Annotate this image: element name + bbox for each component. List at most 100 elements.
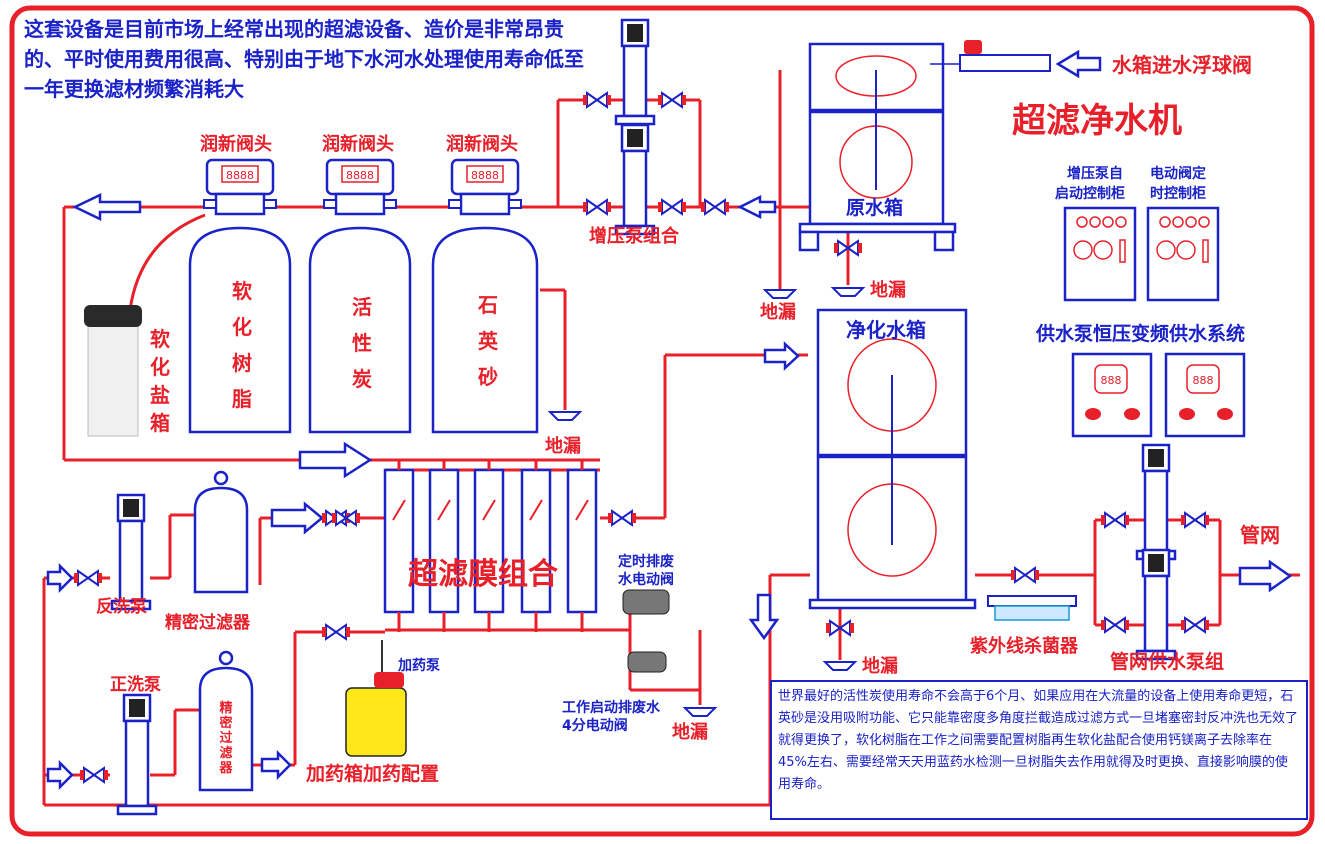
floor-drains [547, 287, 866, 717]
svg-text:地漏: 地漏 [760, 301, 796, 323]
inline-valve [80, 766, 108, 784]
tank-carbon [308, 226, 412, 434]
tank-softener [188, 226, 292, 434]
arrow-right-network [1238, 559, 1293, 593]
svg-text:紫外线杀菌器: 紫外线杀菌器 [970, 635, 1079, 657]
start-drain-line1: 工作启动排废水 [562, 699, 661, 716]
note-box: 世界最好的活性炭使用寿命不会高于6个月、如果应用在大流量的设备上使用寿命更短，石… [770, 680, 1308, 820]
uf-membrane [383, 468, 415, 614]
uf-membranes [383, 460, 598, 632]
inline-valve [658, 198, 686, 216]
arrow-right-clean [763, 341, 800, 371]
svg-text:加药泵: 加药泵 [397, 657, 440, 674]
valve-heads: 8888 8888 8888 [203, 158, 522, 216]
salt-box [84, 305, 142, 437]
pumps [110, 18, 1177, 816]
svg-text:正洗泵: 正洗泵 [110, 674, 161, 695]
svg-text:超滤膜组合: 超滤膜组合 [408, 557, 558, 592]
clean-water-tank [808, 308, 977, 610]
svg-text:活性炭: 活性炭 [352, 295, 372, 391]
timed-drain-line2: 水电动阀 [618, 571, 674, 588]
svg-text:润新阀头: 润新阀头 [322, 133, 394, 155]
vertical-pump [1135, 548, 1177, 661]
vfd-digits: 888 [1101, 374, 1122, 387]
valve-head: 8888 [203, 158, 277, 216]
arrow-left-float [1055, 49, 1102, 79]
uf-membrane [473, 468, 505, 614]
arrow-left-raw [737, 194, 777, 220]
inline-valve [583, 91, 611, 109]
display-digits: 8888 [226, 169, 254, 182]
svg-text:软化盐箱: 软化盐箱 [150, 327, 170, 435]
start-drain-line2: 4分电动阀 [562, 717, 628, 734]
diagram-title: 超滤净水机 [1012, 101, 1182, 141]
uf-membrane [566, 468, 598, 614]
precision-filters [193, 470, 254, 792]
vertical-pump [116, 693, 158, 816]
svg-text:加药箱加药配置: 加药箱加药配置 [305, 762, 439, 785]
svg-text:原水箱: 原水箱 [846, 196, 903, 219]
vertical-pump [614, 18, 656, 126]
tank-quartz [431, 226, 539, 434]
raw-water-tank [798, 42, 957, 252]
cabinet-details [1073, 216, 1220, 394]
svg-text:精密过滤器: 精密过滤器 [218, 700, 233, 776]
tank-media-labels: 软化树脂 活性炭 石英砂 软化盐箱 精密过滤器 [150, 279, 499, 776]
svg-text:水箱进水浮球阀: 水箱进水浮球阀 [1112, 53, 1252, 77]
arrow-right-backwash [46, 562, 74, 594]
svg-text:润新阀头: 润新阀头 [446, 133, 518, 155]
dosing-box [345, 640, 407, 757]
inline-valve [1011, 566, 1039, 584]
red-labels: 超滤净水机 水箱进水浮球阀 润新阀头 润新阀头 润新阀头 增压泵组合 地漏 地漏… [96, 53, 1280, 785]
inline-valve [834, 239, 862, 257]
outer-frame [9, 5, 1315, 837]
motorized-valves [622, 589, 670, 673]
control-cabinets [1063, 206, 1246, 438]
inline-valve [322, 623, 350, 641]
inline-valve [826, 619, 854, 637]
headline-text: 这套设备是目前市场上经常出现的超滤设备、造价是非常昂贵的、平时使用费用很高、特别… [24, 17, 584, 101]
svg-text:地漏: 地漏 [862, 655, 898, 677]
uf-membrane [520, 468, 552, 614]
inline-valve [608, 509, 636, 527]
display-digits: 8888 [346, 169, 374, 182]
timed-drain-line1: 定时排废 [618, 553, 674, 570]
arrow-down-drain [748, 593, 780, 641]
float-valve [930, 40, 1051, 72]
timer-cabinet-line2: 时控制柜 [1150, 185, 1206, 202]
svg-text:增压泵组合: 增压泵组合 [589, 225, 680, 247]
filter-tanks [188, 226, 539, 434]
svg-text:石英砂: 石英砂 [477, 293, 499, 389]
svg-text:精密过滤器: 精密过滤器 [165, 612, 251, 633]
flow-arrows [46, 49, 1293, 791]
svg-text:地漏: 地漏 [672, 721, 708, 743]
arrow-left-top [72, 193, 142, 221]
arrow-right-forward [46, 759, 74, 791]
svg-text:管网: 管网 [1240, 523, 1280, 547]
vertical-pump [614, 123, 656, 236]
inline-valve [74, 569, 102, 587]
inline-valve [1181, 511, 1209, 529]
booster-cabinet-line1: 增压泵自 [1067, 165, 1123, 182]
cabinet-buttons [1085, 408, 1233, 420]
valve-head: 8888 [448, 158, 522, 216]
vertical-pump [1135, 443, 1177, 561]
svg-text:反洗泵: 反洗泵 [96, 596, 147, 617]
svg-text:润新阀头: 润新阀头 [200, 133, 272, 155]
svg-text:净化水箱: 净化水箱 [846, 318, 926, 342]
inline-valve [1101, 616, 1129, 634]
arrow-right-mid [298, 441, 373, 479]
arrow-right-filter2 [260, 749, 292, 781]
booster-cabinet-line2: 启动控制柜 [1055, 185, 1125, 202]
svg-text:地漏: 地漏 [870, 279, 906, 301]
blue-labels: 原水箱 净化水箱 供水泵恒压变频供水系统 增压泵自 启动控制柜 电动阀定 时控制… [397, 165, 1245, 734]
svg-text:管网供水泵组: 管网供水泵组 [1110, 650, 1224, 673]
svg-text:地漏: 地漏 [545, 435, 581, 457]
vertical-pump [110, 493, 152, 611]
inline-valve [658, 91, 686, 109]
inline-valve [1181, 616, 1209, 634]
inline-valve [332, 509, 360, 527]
svg-text:软化树脂: 软化树脂 [232, 279, 252, 411]
inline-valve [583, 198, 611, 216]
